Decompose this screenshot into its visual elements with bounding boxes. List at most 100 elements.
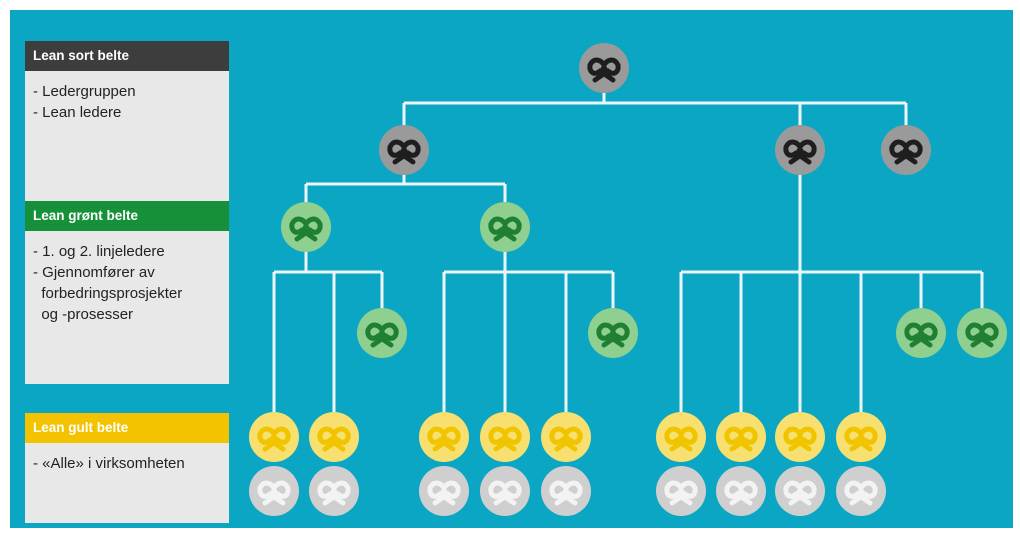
legend-black-belt: Lean sort belte - Ledergruppen - Lean le… xyxy=(25,41,229,202)
yellow-belt-node xyxy=(419,412,469,462)
legend-green-belt-line: og -prosesser xyxy=(33,306,134,323)
green-belt-node xyxy=(281,202,331,252)
belt-knot-icon xyxy=(844,480,878,506)
white-belt-node xyxy=(309,466,359,516)
belt-knot-icon xyxy=(783,426,817,452)
white-belt-node xyxy=(836,466,886,516)
belt-knot-icon xyxy=(257,480,291,506)
belt-knot-icon xyxy=(549,426,583,452)
belt-knot-center xyxy=(270,488,278,496)
black-belt-node xyxy=(775,125,825,175)
green-belt-node xyxy=(896,308,946,358)
white-belt-node xyxy=(656,466,706,516)
belt-knot-center xyxy=(378,330,386,338)
belt-knot-center xyxy=(796,488,804,496)
belt-knot-icon xyxy=(365,322,399,348)
belt-knot-center xyxy=(330,488,338,496)
belt-knot-icon xyxy=(257,426,291,452)
belt-knot-center xyxy=(501,224,509,232)
legend-yellow-belt-line: - «Alle» i virksomheten xyxy=(33,455,185,472)
belt-knot-center xyxy=(796,434,804,442)
green-belt-node xyxy=(480,202,530,252)
green-belt-node xyxy=(588,308,638,358)
black-belt-node xyxy=(379,125,429,175)
legend-black-belt-description: - Ledergruppen - Lean ledere xyxy=(25,71,229,202)
yellow-belt-node xyxy=(775,412,825,462)
black-belt-node xyxy=(579,43,629,93)
belt-knot-center xyxy=(902,147,910,155)
yellow-belt-node xyxy=(541,412,591,462)
belt-knot-icon xyxy=(427,426,461,452)
belt-knot-center xyxy=(917,330,925,338)
white-belt-node xyxy=(775,466,825,516)
belt-knot-center xyxy=(562,488,570,496)
belt-knot-center xyxy=(857,488,865,496)
yellow-belt-node xyxy=(716,412,766,462)
belt-knot-center xyxy=(978,330,986,338)
belt-knot-center xyxy=(302,224,310,232)
belt-knot-center xyxy=(270,434,278,442)
belt-knot-center xyxy=(440,488,448,496)
white-belt-node xyxy=(541,466,591,516)
belt-knot-icon xyxy=(387,139,421,165)
white-belt-node xyxy=(249,466,299,516)
white-belt-node xyxy=(419,466,469,516)
legend-black-belt-line: - Ledergruppen xyxy=(33,83,136,100)
legend-yellow-belt-title: Lean gult belte xyxy=(25,413,229,443)
belt-knot-icon xyxy=(596,322,630,348)
green-belt-node xyxy=(357,308,407,358)
belt-knot-icon xyxy=(317,480,351,506)
belt-knot-center xyxy=(600,65,608,73)
legend-yellow-belt-description: - «Alle» i virksomheten xyxy=(25,443,229,523)
belt-knot-center xyxy=(400,147,408,155)
legend-yellow-belt: Lean gult belte - «Alle» i virksomheten xyxy=(25,413,229,523)
belt-knot-center xyxy=(677,488,685,496)
belt-knot-center xyxy=(330,434,338,442)
belt-knot-center xyxy=(609,330,617,338)
belt-knot-center xyxy=(562,434,570,442)
legend-green-belt: Lean grønt belte - 1. og 2. linjeledere … xyxy=(25,201,229,384)
white-belt-node xyxy=(480,466,530,516)
belt-knot-icon xyxy=(427,480,461,506)
belt-knot-center xyxy=(501,434,509,442)
legend-green-belt-line: - Gjennomfører av xyxy=(33,264,155,281)
belt-knot-icon xyxy=(904,322,938,348)
yellow-belt-node xyxy=(249,412,299,462)
yellow-belt-node xyxy=(656,412,706,462)
belt-knot-center xyxy=(857,434,865,442)
yellow-belt-node xyxy=(836,412,886,462)
legend-green-belt-title: Lean grønt belte xyxy=(25,201,229,231)
black-belt-node xyxy=(881,125,931,175)
green-belt-node xyxy=(957,308,1007,358)
legend-green-belt-description: - 1. og 2. linjeledere - Gjennomfører av… xyxy=(25,231,229,384)
belt-knot-icon xyxy=(664,426,698,452)
belt-knot-icon xyxy=(965,322,999,348)
belt-knot-icon xyxy=(587,57,621,83)
white-belt-node xyxy=(716,466,766,516)
belt-knot-center xyxy=(677,434,685,442)
legend-black-belt-line: - Lean ledere xyxy=(33,104,122,121)
belt-knot-center xyxy=(501,488,509,496)
belt-knot-icon xyxy=(488,480,522,506)
belt-knot-icon xyxy=(488,216,522,242)
belt-knot-icon xyxy=(549,480,583,506)
yellow-belt-node xyxy=(480,412,530,462)
belt-knot-center xyxy=(796,147,804,155)
belt-knot-center xyxy=(737,488,745,496)
belt-knot-icon xyxy=(724,480,758,506)
belt-knot-icon xyxy=(488,426,522,452)
belt-knot-center xyxy=(737,434,745,442)
belt-knot-icon xyxy=(783,480,817,506)
belt-knot-icon xyxy=(844,426,878,452)
legend-green-belt-line: forbedringsprosjekter xyxy=(33,285,183,302)
belt-knot-icon xyxy=(889,139,923,165)
belt-knot-icon xyxy=(289,216,323,242)
legend-black-belt-title: Lean sort belte xyxy=(25,41,229,71)
belt-knot-icon xyxy=(664,480,698,506)
belt-knot-center xyxy=(440,434,448,442)
belt-knot-icon xyxy=(317,426,351,452)
belt-knot-icon xyxy=(783,139,817,165)
yellow-belt-node xyxy=(309,412,359,462)
belt-knot-icon xyxy=(724,426,758,452)
